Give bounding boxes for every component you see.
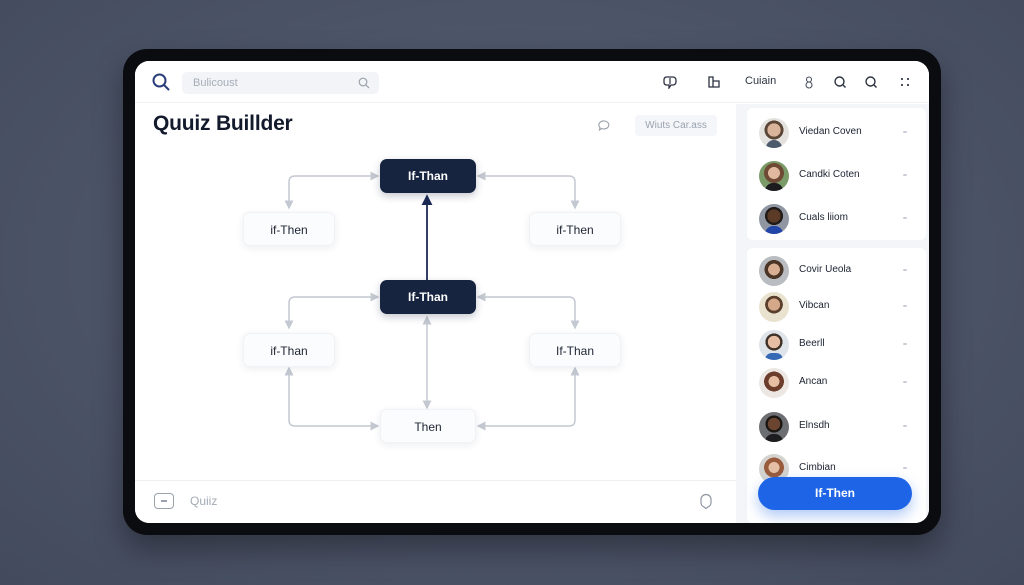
avatar (759, 292, 789, 322)
avatar (759, 118, 789, 148)
flow-node-middle[interactable]: If-Than (380, 280, 476, 314)
chat-bubble-icon[interactable] (699, 493, 713, 509)
chevron-icon[interactable] (903, 343, 907, 345)
people-sidebar: Viedan Coven Candki Coten Cuals liiom (736, 104, 929, 523)
avatar (759, 256, 789, 286)
collapse-icon[interactable] (154, 493, 174, 509)
person-name: Vibcan (799, 300, 830, 311)
search-icon[interactable] (864, 75, 878, 89)
bottom-label[interactable]: Quiiz (190, 494, 218, 508)
person-name: Viedan Coven (799, 126, 862, 137)
flow-connectors (284, 171, 580, 431)
search-icon[interactable] (358, 77, 370, 89)
person-name: Elnsdh (799, 420, 830, 431)
bottom-bar: Quiiz (135, 480, 736, 523)
person-name: Beerll (799, 338, 825, 349)
person-name: Covir Ueola (799, 264, 852, 275)
chevron-icon[interactable] (903, 467, 907, 469)
flow-node-top-left[interactable]: if-Then (243, 212, 335, 246)
person-item[interactable]: Vibcan (759, 292, 919, 322)
chevron-icon[interactable] (903, 381, 907, 383)
flow-canvas: Quuiz Buillder Wiuts Car.ass (135, 104, 736, 480)
person-name: Ancan (799, 376, 828, 387)
grid-icon[interactable] (898, 75, 912, 89)
person-item[interactable]: Ancan (759, 368, 919, 398)
chevron-icon[interactable] (903, 217, 907, 219)
app-window: Bulicoust Cuiain (135, 61, 929, 523)
search-icon[interactable] (833, 75, 847, 89)
chevron-icon[interactable] (903, 425, 907, 427)
person-item[interactable]: Candki Coten (759, 161, 919, 191)
top-bar: Bulicoust Cuiain (135, 61, 929, 103)
chevron-icon[interactable] (903, 269, 907, 271)
search-icon[interactable] (152, 73, 170, 91)
flow-node-mid-left[interactable]: if-Than (243, 333, 335, 367)
search-input[interactable]: Bulicoust (182, 72, 379, 94)
search-placeholder: Bulicoust (193, 77, 238, 89)
person-name: Cuals liiom (799, 212, 848, 223)
chevron-icon[interactable] (903, 305, 907, 307)
comment-icon[interactable] (598, 120, 611, 132)
chevron-icon[interactable] (903, 174, 907, 176)
people-card-1: Viedan Coven Candki Coten Cuals liiom (747, 108, 926, 240)
device-frame: Bulicoust Cuiain (123, 49, 941, 535)
user-icon[interactable] (802, 75, 816, 89)
person-item[interactable]: Elnsdh (759, 412, 919, 442)
if-then-button[interactable]: If-Then (758, 477, 912, 510)
chevron-icon[interactable] (903, 131, 907, 133)
canvas-chip[interactable]: Wiuts Car.ass (635, 115, 717, 136)
person-item[interactable]: Covir Ueola (759, 256, 919, 286)
avatar (759, 368, 789, 398)
document-icon[interactable] (707, 75, 721, 89)
flow-node-top[interactable]: If-Than (380, 159, 476, 193)
person-item[interactable]: Beerll (759, 330, 919, 360)
avatar (759, 161, 789, 191)
header-label[interactable]: Cuiain (745, 75, 777, 87)
avatar (759, 412, 789, 442)
avatar (759, 204, 789, 234)
person-item[interactable]: Cuals liiom (759, 204, 919, 234)
person-name: Cimbian (799, 462, 836, 473)
flow-node-bottom[interactable]: Then (380, 409, 476, 443)
flow-node-top-right[interactable]: if-Then (529, 212, 621, 246)
person-name: Candki Coten (799, 169, 860, 180)
page-title: Quuiz Buillder (153, 112, 293, 135)
speech-bubble-icon[interactable] (663, 75, 677, 89)
flow-node-mid-right[interactable]: If-Than (529, 333, 621, 367)
avatar (759, 330, 789, 360)
person-item[interactable]: Viedan Coven (759, 118, 919, 148)
